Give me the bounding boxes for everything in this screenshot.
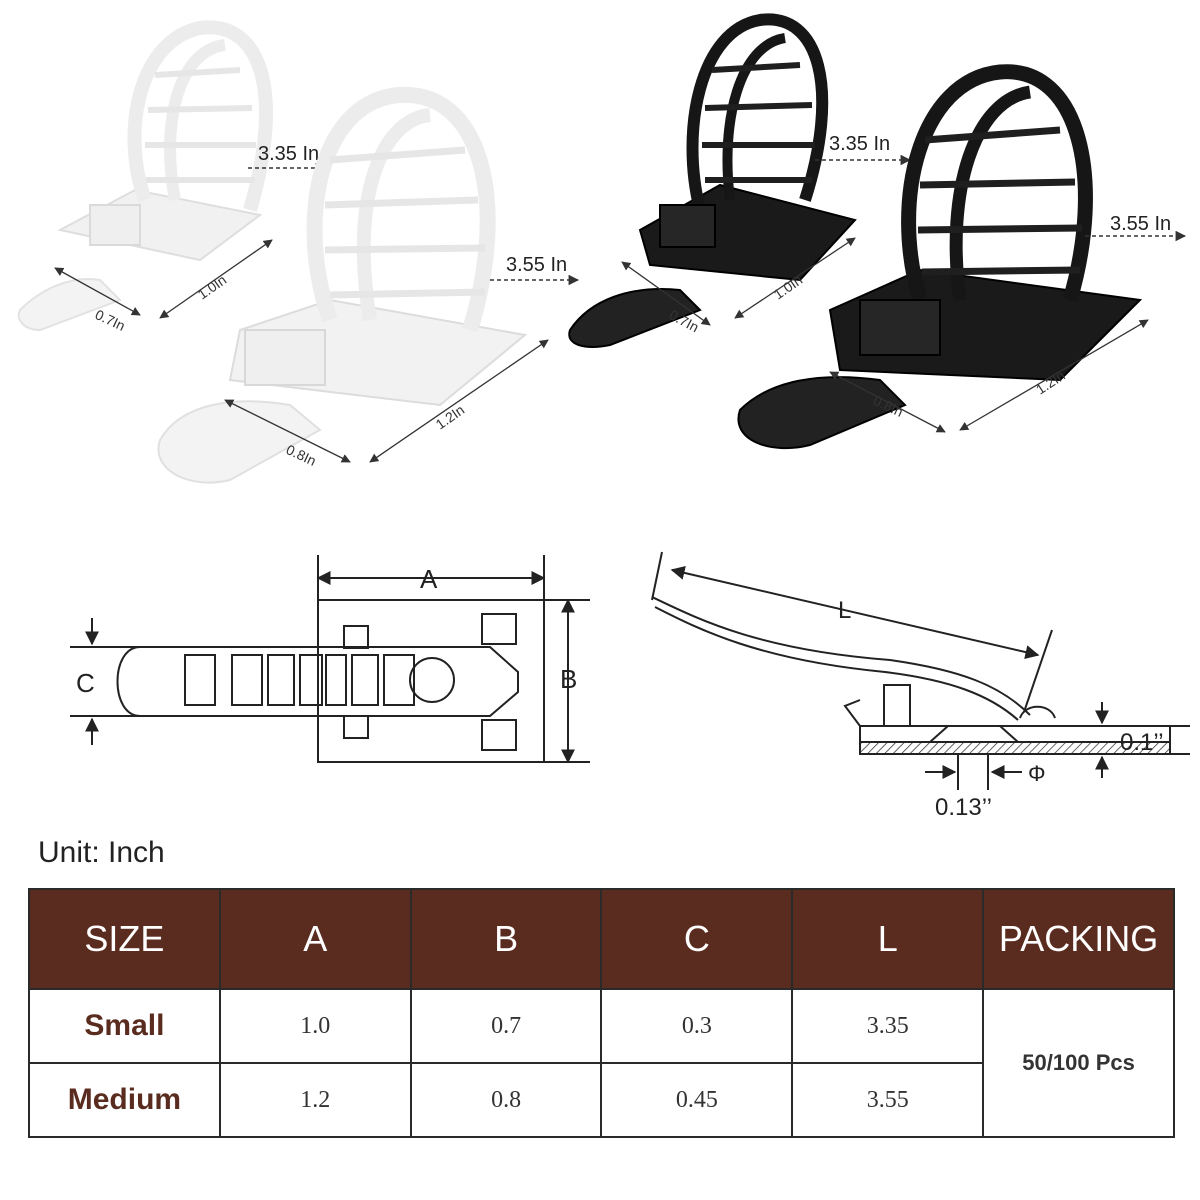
cell-c: 0.3	[600, 988, 794, 1064]
row-size-small: Small	[28, 988, 221, 1064]
phi-symbol: Φ	[1028, 761, 1046, 786]
white-small-length-label: 3.35 In	[258, 143, 319, 165]
black-medium-length-label: 3.55 In	[1110, 213, 1171, 235]
dimension-a-label: A	[420, 564, 438, 594]
header-packing: PACKING	[982, 888, 1175, 990]
header-b: B	[409, 888, 603, 990]
table-header-row: SIZE A B C L PACKING	[28, 888, 1175, 990]
technical-diagram: A B C L 0.1’’ Φ 0.13’’	[70, 551, 1190, 821]
cell-l: 3.35	[791, 988, 985, 1064]
table-row: Small 1.0 0.7 0.3 3.35 50/100 Pcs	[28, 988, 1175, 1138]
thickness-label: 0.1’’	[1120, 729, 1164, 756]
product-photos: 3.35 In 0.7In 1.0In 3.55 In 0.8In 1.2In	[17, 13, 1187, 484]
table-row: Medium 1.2 0.8 0.45 3.55	[28, 1062, 1174, 1138]
header-l: L	[791, 888, 985, 990]
cell-b: 0.7	[409, 988, 603, 1064]
black-small-length-label: 3.35 In	[829, 133, 890, 155]
cell-b: 0.8	[409, 1062, 603, 1138]
dimension-b-label: B	[560, 664, 577, 694]
black-small-length-dim: 3.35 In	[815, 133, 912, 166]
white-medium-length-dim: 3.55 In	[490, 254, 580, 286]
hole-diameter-label: 0.13’’	[935, 794, 992, 821]
white-small-baselength-label: 1.0In	[195, 271, 230, 302]
header-size: SIZE	[28, 888, 221, 990]
header-c: C	[600, 888, 794, 990]
dimension-l-label: L	[838, 597, 851, 624]
cell-a: 1.2	[218, 1062, 412, 1138]
header-a: A	[218, 888, 412, 990]
white-medium-length-label: 3.55 In	[506, 254, 567, 276]
size-spec-table: SIZE A B C L PACKING Small 1.0 0.7 0.3 3…	[28, 888, 1175, 1138]
white-medium-baselength-label: 1.2In	[433, 401, 468, 432]
white-small-width-label: 0.7In	[93, 306, 128, 334]
side-view-diagram	[651, 551, 1190, 790]
white-medium-width-label: 0.8In	[284, 441, 319, 469]
white-small-length-dim: 3.35 In	[248, 143, 327, 174]
cell-l: 3.55	[791, 1062, 985, 1138]
white-small-base-dims: 0.7In 1.0In	[54, 239, 273, 334]
cell-c: 0.45	[600, 1062, 794, 1138]
black-small-clip	[568, 13, 857, 348]
black-medium-length-dim: 3.55 In	[1085, 213, 1187, 242]
cell-a: 1.0	[218, 988, 412, 1064]
row-size-medium: Medium	[28, 1062, 221, 1138]
top-view-diagram	[70, 555, 590, 764]
cell-packing: 50/100 Pcs	[982, 988, 1175, 1138]
unit-label: Unit: Inch	[38, 836, 165, 869]
dimension-c-label: C	[76, 668, 95, 698]
